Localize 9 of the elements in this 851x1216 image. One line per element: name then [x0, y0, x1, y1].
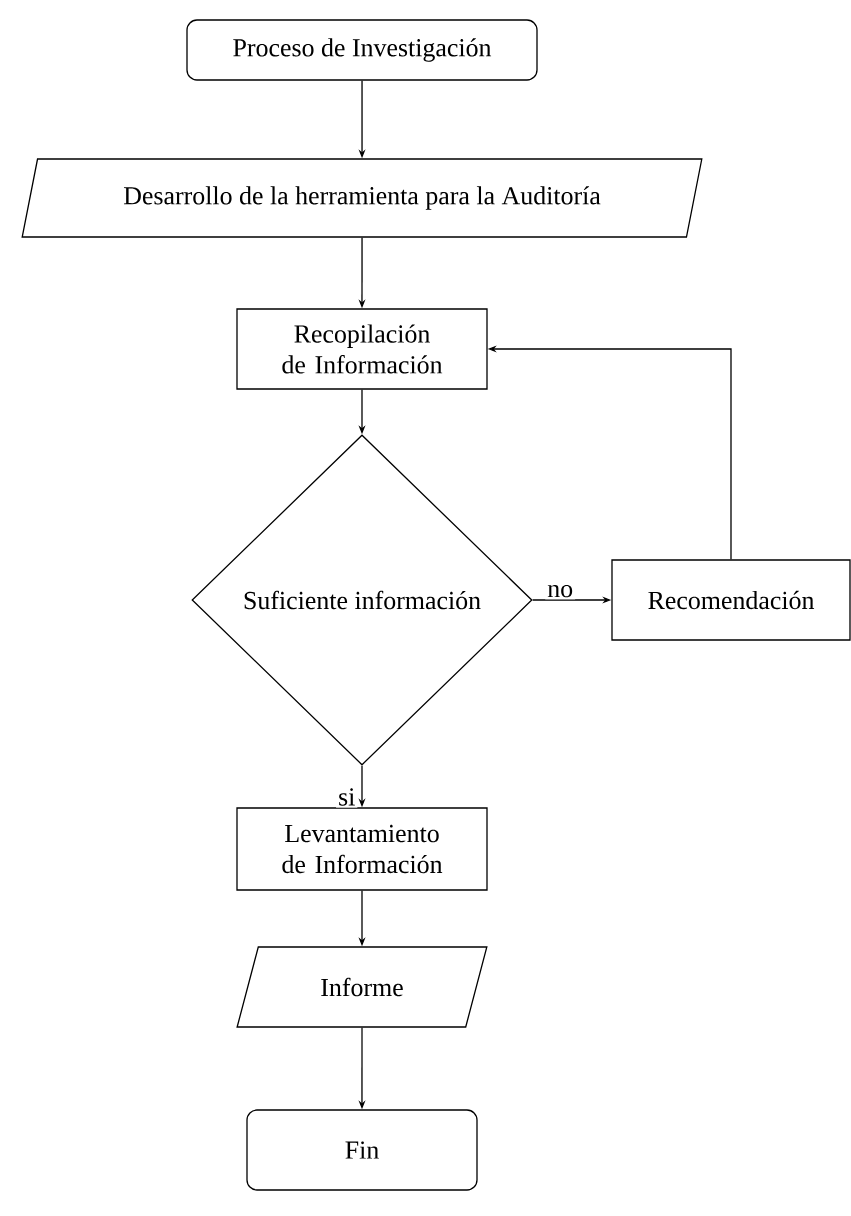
- input-output-parallelogram: Desarrollo de la herramienta para la Auditoría: [21, 158, 703, 238]
- input-output-parallelogram: Informe: [236, 946, 488, 1028]
- start-box: Proceso de Investigación: [186, 19, 538, 81]
- end-box: Fin: [246, 1109, 478, 1191]
- edge-label: si: [336, 786, 358, 808]
- edge-label: no: [545, 582, 576, 600]
- process-box: Recopilación de Información: [236, 308, 488, 390]
- process-box: Levantamiento de Información: [236, 807, 488, 891]
- process-box: Recomendación: [611, 559, 851, 641]
